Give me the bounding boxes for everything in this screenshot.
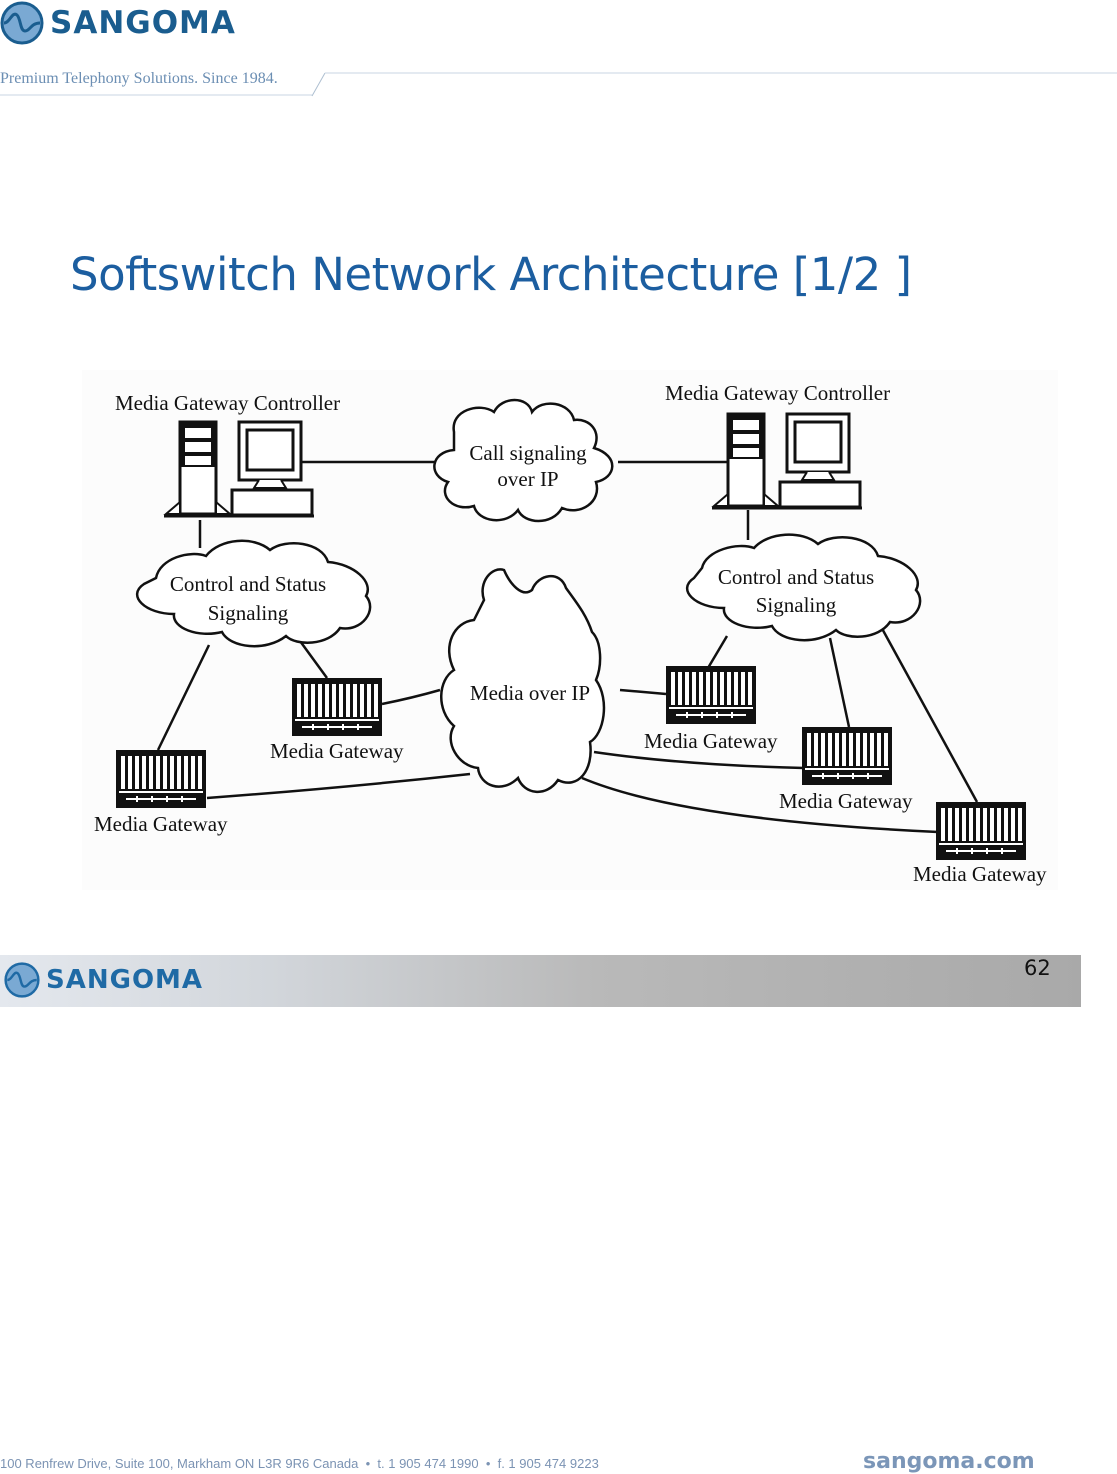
edge-mg1-media xyxy=(206,772,471,800)
footer-bar xyxy=(0,955,1081,1007)
mg1-label: Media Gateway xyxy=(94,812,228,836)
edge-mg3-media xyxy=(619,688,667,696)
mg5-label: Media Gateway xyxy=(913,862,1047,886)
network-diagram: Call signaling over IP Control and Statu… xyxy=(82,370,1058,890)
cloud-call-label-line2: over IP xyxy=(497,467,558,491)
edge-ctrl-right-mg4 xyxy=(828,637,851,728)
edge-ctrl-right-mg5 xyxy=(877,622,979,803)
cloud-control-right xyxy=(686,533,922,642)
brand-name: SANGOMA xyxy=(50,5,236,41)
edge-mg4-media xyxy=(593,750,805,770)
mg5-gateway-icon xyxy=(936,802,1026,860)
mg2-label: Media Gateway xyxy=(270,739,404,763)
mgc-right-label: Media Gateway Controller xyxy=(665,381,890,405)
cloud-media-label: Media over IP xyxy=(470,681,590,705)
footer-brand-name: SANGOMA xyxy=(46,965,204,995)
edge-mg2-media xyxy=(381,688,441,706)
header-divider xyxy=(0,72,1117,97)
cloud-media-over-ip xyxy=(440,568,606,793)
mg4-label: Media Gateway xyxy=(779,789,913,813)
header-logo: SANGOMA xyxy=(0,0,236,46)
cloud-control-left xyxy=(136,539,372,648)
cloud-ctrl-right-label-line1: Control and Status xyxy=(718,565,874,589)
cloud-call-label-line1: Call signaling xyxy=(469,441,587,465)
company-address: 100 Renfrew Drive, Suite 100, Markham ON… xyxy=(0,1456,599,1471)
cloud-ctrl-left-label-line2: Signaling xyxy=(208,601,289,625)
sangoma-logo-icon xyxy=(0,1,44,45)
cloud-ctrl-right-label-line2: Signaling xyxy=(756,593,837,617)
edge-ctrl-left-mg1 xyxy=(156,644,211,751)
website-link[interactable]: sangoma.com xyxy=(863,1449,1035,1474)
sangoma-logo-icon xyxy=(4,962,40,998)
edge-mg5-media xyxy=(581,776,939,834)
mgc-left-label: Media Gateway Controller xyxy=(115,391,340,415)
mgc-left-computer-icon xyxy=(162,420,316,518)
slide-title: Softswitch Network Architecture [1/2 ] xyxy=(70,248,912,301)
tagline: Premium Telephony Solutions. Since 1984. xyxy=(0,70,278,87)
cloud-call-signaling xyxy=(433,398,614,523)
footer-logo: SANGOMA xyxy=(4,962,203,998)
mg3-label: Media Gateway xyxy=(644,729,778,753)
diagram-canvas: Call signaling over IP Control and Statu… xyxy=(94,381,1047,886)
edge-ctrl-right-mg3 xyxy=(706,635,729,669)
mg2-gateway-icon xyxy=(292,678,382,736)
edge-ctrl-left-mg2 xyxy=(298,640,329,679)
mg3-gateway-icon xyxy=(666,666,756,724)
page-number: 62 xyxy=(1024,956,1051,980)
connection-lines xyxy=(156,460,979,834)
cloud-ctrl-left-label-line1: Control and Status xyxy=(170,572,326,596)
mg4-gateway-icon xyxy=(802,727,892,785)
mg1-gateway-icon xyxy=(116,750,206,808)
mgc-right-computer-icon xyxy=(710,412,864,510)
